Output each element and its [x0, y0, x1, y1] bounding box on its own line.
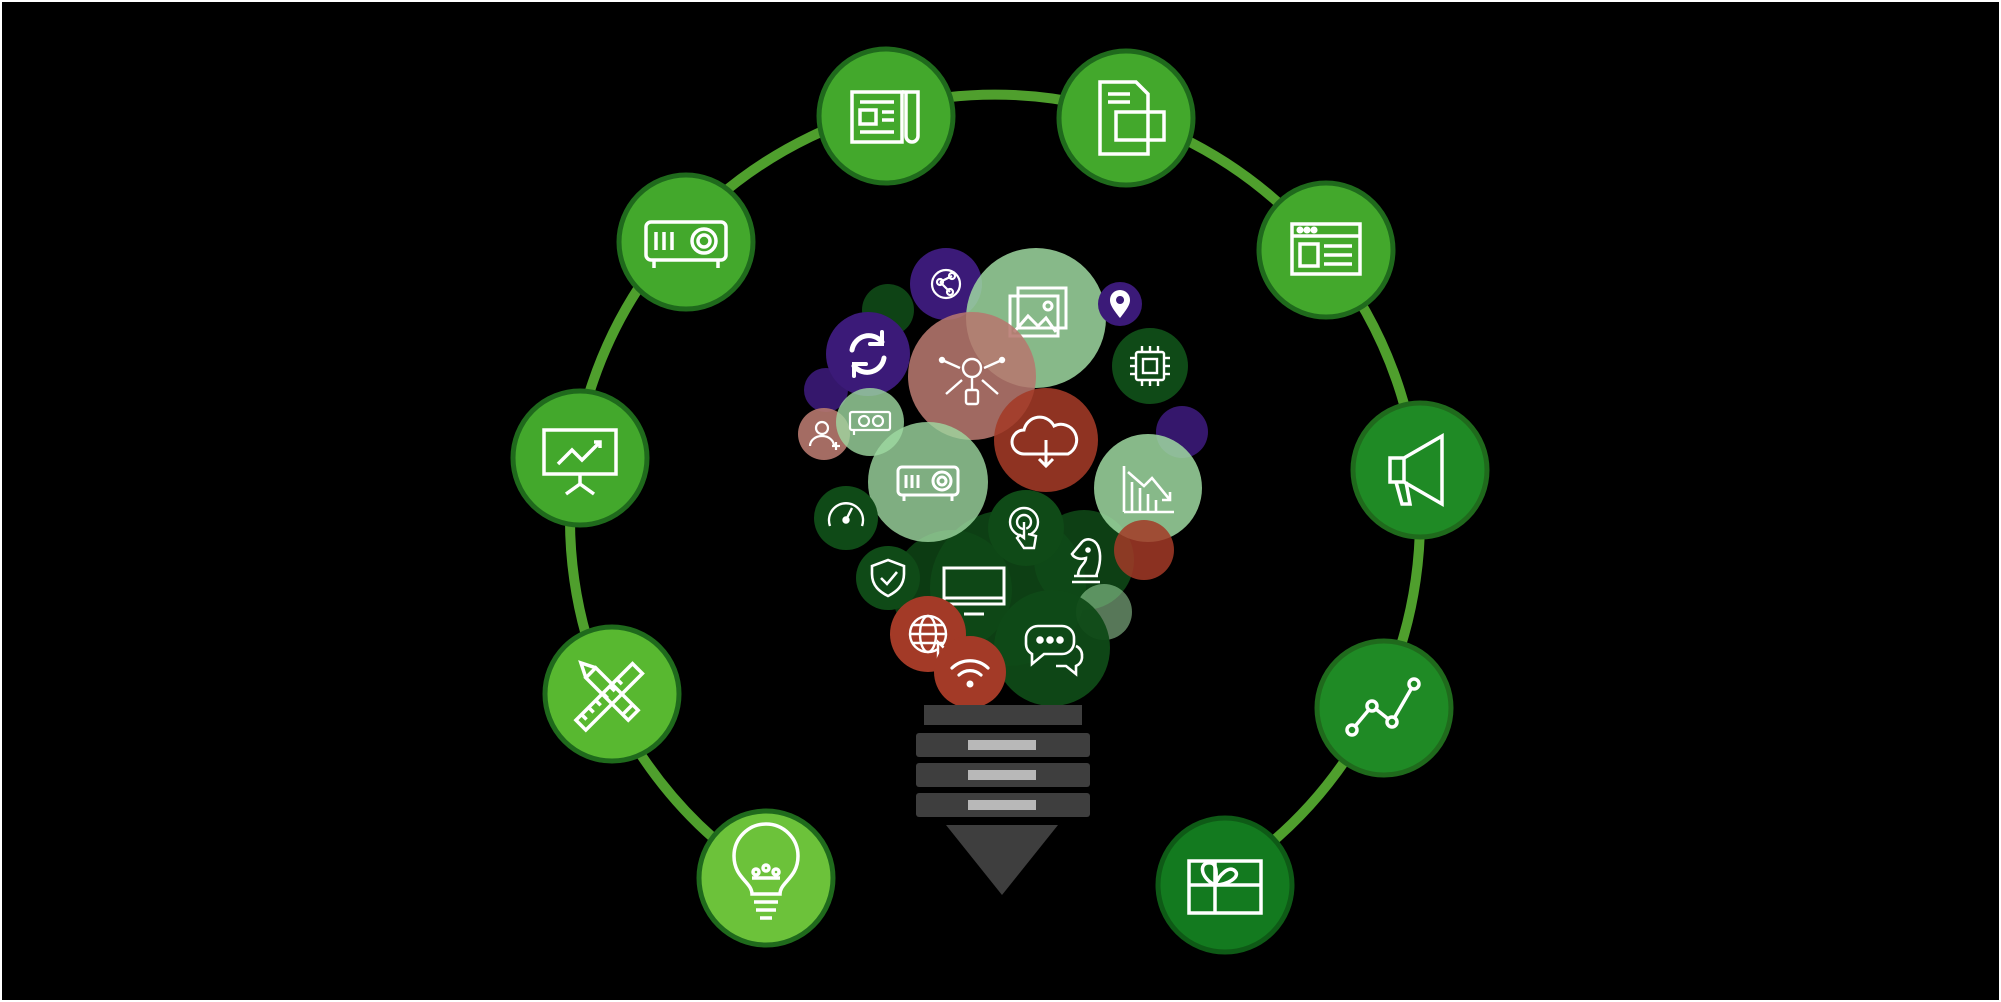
bubble-circle	[856, 546, 920, 610]
bubble-share-network[interactable]	[910, 248, 982, 320]
ring-node-circle	[1314, 638, 1454, 778]
ring-node-light-bulb[interactable]	[696, 808, 836, 948]
bubble-projector[interactable]	[868, 422, 988, 542]
ring-arc	[565, 89, 1425, 882]
touch-icon	[1008, 506, 1040, 550]
bubble-accent-red	[1114, 520, 1174, 580]
ring-node-circle	[816, 46, 956, 186]
presentation-board-icon	[542, 428, 618, 496]
pencil-ruler-icon	[573, 660, 645, 733]
bubble-chart-decline[interactable]	[1094, 434, 1202, 542]
bubble-ideas-hub[interactable]	[908, 312, 1036, 440]
graphics-card-icon	[848, 410, 892, 435]
bubble-circle	[910, 248, 982, 320]
share-network-icon	[930, 268, 962, 300]
bubble-monitor[interactable]	[942, 566, 1006, 616]
ring-node-circle	[616, 172, 756, 312]
image-gallery-icon	[1008, 286, 1068, 338]
chart-decline-icon	[1122, 466, 1174, 514]
ring-node-presentation[interactable]	[510, 388, 650, 528]
location-pin-icon	[1110, 290, 1130, 318]
bubble-cloud-download[interactable]	[994, 388, 1098, 492]
refresh-icon	[849, 330, 887, 378]
projector-small-icon	[896, 465, 960, 501]
speedometer-icon	[827, 502, 865, 527]
ring-node-document[interactable]	[1056, 48, 1196, 188]
bulb-tip	[946, 825, 1058, 895]
ring-node-line-graph[interactable]	[1314, 638, 1454, 778]
bubble-circle	[826, 312, 910, 396]
ring-node-circle	[1256, 180, 1396, 320]
bubble-refresh[interactable]	[826, 312, 910, 396]
bubble-microchip[interactable]	[1112, 328, 1188, 404]
bulb-slot	[968, 740, 1036, 750]
bubble-wifi[interactable]	[934, 636, 1006, 708]
cloud-download-icon	[1010, 415, 1079, 469]
gift-box-icon	[1187, 859, 1263, 915]
monitor-icon	[942, 566, 1006, 616]
ring-node-circle	[542, 624, 682, 764]
ring	[565, 89, 1425, 882]
bubble-cloud	[798, 248, 1208, 708]
bubble-chat[interactable]	[994, 590, 1110, 706]
bubble-shield-check[interactable]	[856, 546, 920, 610]
line-graph-icon	[1345, 677, 1421, 737]
chat-bubbles-icon	[1024, 624, 1084, 677]
ring-node-projector[interactable]	[616, 172, 756, 312]
ring-nodes	[510, 46, 1490, 955]
bubble-speedometer[interactable]	[814, 486, 878, 550]
microchip-icon	[1130, 346, 1170, 386]
bulb-cap	[924, 705, 1082, 725]
bulb-base	[916, 705, 1090, 895]
bulb-slot	[968, 770, 1036, 780]
newspaper-icon	[850, 90, 920, 144]
ideas-hub-icon	[938, 356, 1006, 406]
ring-node-megaphone[interactable]	[1350, 400, 1490, 540]
add-user-icon	[808, 420, 840, 450]
projector-icon	[644, 220, 728, 268]
ring-node-circle	[1056, 48, 1196, 188]
ring-node-circle	[1350, 400, 1490, 540]
wifi-icon	[950, 659, 990, 688]
megaphone-icon	[1388, 432, 1444, 508]
bubble-circle	[1112, 328, 1188, 404]
bulb-slot	[968, 800, 1036, 810]
light-bulb-icon	[732, 822, 800, 920]
bubble-circle	[1094, 434, 1202, 542]
ring-node-browser[interactable]	[1256, 180, 1396, 320]
ring-node-pencil-ruler[interactable]	[542, 624, 682, 764]
bubble-chess-knight[interactable]	[1070, 538, 1102, 584]
bubble-touch[interactable]	[988, 490, 1064, 566]
bubble-circle	[868, 422, 988, 542]
bubble-location-pin[interactable]	[1098, 282, 1142, 326]
ring-node-gift-box[interactable]	[1155, 815, 1295, 955]
browser-window-icon	[1290, 222, 1362, 276]
ring-node-newspaper[interactable]	[816, 46, 956, 186]
bubble-circle	[994, 590, 1110, 706]
document-icon	[1098, 80, 1166, 156]
shield-check-icon	[870, 558, 906, 598]
chess-knight-icon	[1070, 538, 1102, 584]
